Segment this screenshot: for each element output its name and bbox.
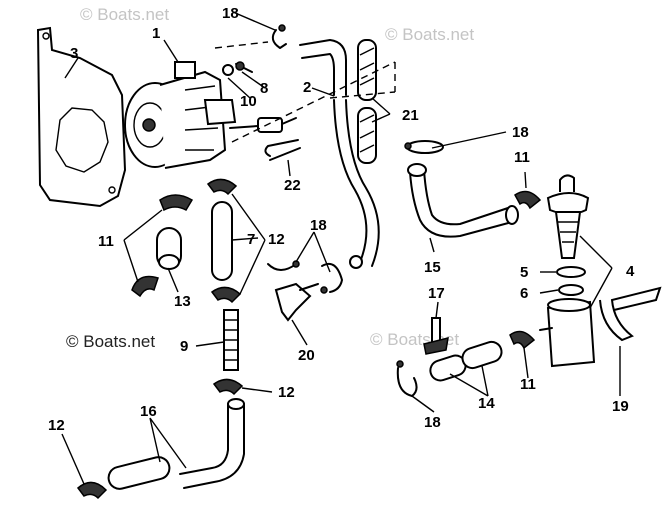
callout-6: 6 bbox=[520, 285, 528, 302]
callout-10: 10 bbox=[240, 93, 257, 110]
callout-8: 8 bbox=[260, 80, 268, 97]
watermark-top-right: © Boats.net bbox=[385, 25, 474, 44]
clip-18-top bbox=[271, 24, 287, 49]
callout-22: 22 bbox=[284, 177, 301, 194]
callout-14: 14 bbox=[478, 395, 495, 412]
callout-21: 21 bbox=[402, 107, 419, 124]
callout-20: 20 bbox=[298, 347, 315, 364]
callout-15: 15 bbox=[424, 259, 441, 276]
credit-text: © Boats.net bbox=[66, 332, 155, 351]
clip-18-middle bbox=[267, 260, 343, 294]
clamp-12-upper bbox=[206, 178, 238, 196]
clamp-12-middle bbox=[210, 286, 242, 304]
filter-bracket-19 bbox=[599, 286, 662, 342]
fuel-filter-assembly bbox=[539, 174, 596, 368]
callout-12-lower: 12 bbox=[278, 384, 295, 401]
fuel-pump bbox=[124, 61, 237, 169]
clamp-11-right-top bbox=[514, 190, 542, 210]
clamp-12-bottom-left bbox=[76, 481, 108, 500]
callout-19: 19 bbox=[612, 398, 629, 415]
screw-and-washer bbox=[222, 61, 253, 76]
callout-13: 13 bbox=[174, 293, 191, 310]
leader-lines bbox=[61, 11, 621, 485]
callout-3: 3 bbox=[70, 45, 78, 62]
callout-9: 9 bbox=[180, 338, 188, 355]
callout-11-left: 11 bbox=[98, 233, 114, 250]
hoses-14 bbox=[429, 340, 503, 382]
callout-1: 1 bbox=[152, 25, 160, 42]
callout-11-right-top: 11 bbox=[514, 149, 530, 166]
lower-hose-16 bbox=[107, 398, 245, 490]
clip-18-right bbox=[404, 140, 444, 154]
dashed-guides bbox=[214, 41, 396, 143]
callout-11-right-bottom: 11 bbox=[520, 376, 536, 393]
clip-18-bottom bbox=[396, 360, 418, 397]
callout-4: 4 bbox=[626, 263, 635, 280]
fitting-9 bbox=[223, 309, 239, 371]
bent-hose-15 bbox=[407, 163, 519, 238]
callout-2: 2 bbox=[303, 79, 311, 96]
straight-hose-7 bbox=[211, 201, 233, 281]
callout-12-upper: 12 bbox=[268, 231, 285, 248]
callout-5: 5 bbox=[520, 264, 528, 281]
clamp-11-right-bottom bbox=[509, 330, 536, 350]
callout-12-bottom-left: 12 bbox=[48, 417, 65, 434]
callout-7: 7 bbox=[247, 231, 255, 248]
callout-18-bottom: 18 bbox=[424, 414, 441, 431]
callout-18-right: 18 bbox=[512, 124, 529, 141]
callout-18-top: 18 bbox=[222, 5, 239, 22]
hose-assembly-top bbox=[299, 39, 380, 269]
clamp-11-left-top bbox=[159, 194, 194, 212]
short-hose-13 bbox=[156, 227, 182, 270]
clamp-12-lower bbox=[212, 378, 244, 396]
mounting-bracket bbox=[36, 26, 127, 208]
callout-16: 16 bbox=[140, 403, 157, 420]
callout-18-middle: 18 bbox=[310, 217, 327, 234]
callout-17: 17 bbox=[428, 285, 445, 302]
elbow-fitting-20 bbox=[274, 282, 319, 322]
clamp-11-left-bottom bbox=[131, 275, 159, 298]
sensor-fitting bbox=[229, 117, 297, 133]
watermark-top-left: © Boats.net bbox=[80, 5, 169, 24]
clip-22 bbox=[264, 139, 301, 161]
